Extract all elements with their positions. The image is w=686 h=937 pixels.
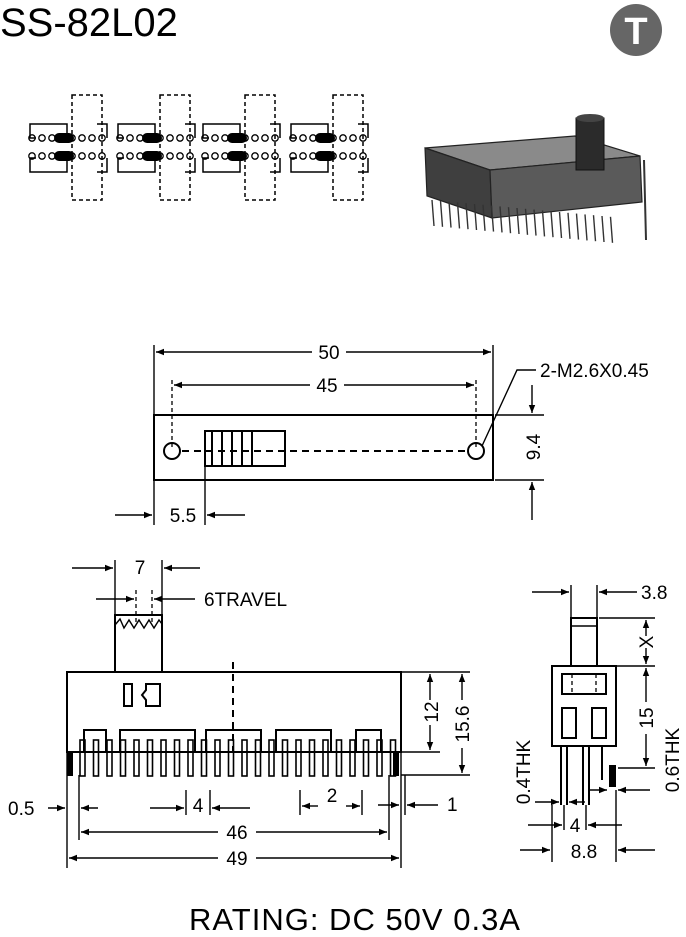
footprint-module [28,94,108,201]
pcb-footprint-diagram [28,94,369,201]
brand-logo: T [610,4,662,56]
footprint-module [201,94,281,201]
front-view: 7 6TRAVEL 12 15.6 0.5 [8,558,474,870]
side-view: 3.8 X 15 0.4THK 0.6THK [514,583,684,863]
dim-total-height: 15.6 [453,706,474,743]
side-actuator [570,617,598,667]
product-illustration [424,114,647,243]
dim-offset: 5.5 [170,506,196,527]
dim-overall-length: 50 [318,343,339,364]
dim-overall-width: 49 [226,849,247,870]
footprint-module [289,94,369,201]
rating-text: RATING: DC 50V 0.3A [189,902,521,937]
dim-side-body-height: 15 [637,707,658,728]
top-view: 50 45 2-M2.6X0.45 9.4 5.5 [115,343,649,527]
footprint-module [116,94,196,201]
dim-hole-pitch: 45 [316,376,337,397]
dim-side-pin-pitch: 4 [570,816,581,837]
dim-actuator-width: 7 [135,558,146,579]
part-number-title: SS-82L02 [0,1,178,45]
dim-pin-span: 46 [226,823,247,844]
dim-pin-thickness-a: 0.4THK [514,739,535,804]
logo-letter: T [624,11,647,53]
dim-travel: 6TRAVEL [204,590,287,611]
dim-edge-gap: 1 [447,795,458,816]
dim-pin-pitch-b: 2 [327,786,338,807]
mount-hole-left [163,442,181,460]
top-view-body [153,414,494,481]
dim-pin-offset: 0.5 [8,799,34,820]
dim-overall-depth: 8.8 [571,842,597,863]
dim-pin-pitch-a: 4 [193,796,204,817]
dim-side-actuator-width: 3.8 [641,583,667,604]
logo-circle-icon [610,4,662,56]
dim-extension: X [637,635,658,648]
top-view-slider [204,430,286,467]
dim-height: 9.4 [524,433,545,460]
mount-hole-spec: 2-M2.6X0.45 [540,361,649,382]
mount-hole-right [467,442,485,460]
dim-pin-thickness-b: 0.6THK [663,727,684,792]
dim-body-height: 12 [422,701,443,722]
